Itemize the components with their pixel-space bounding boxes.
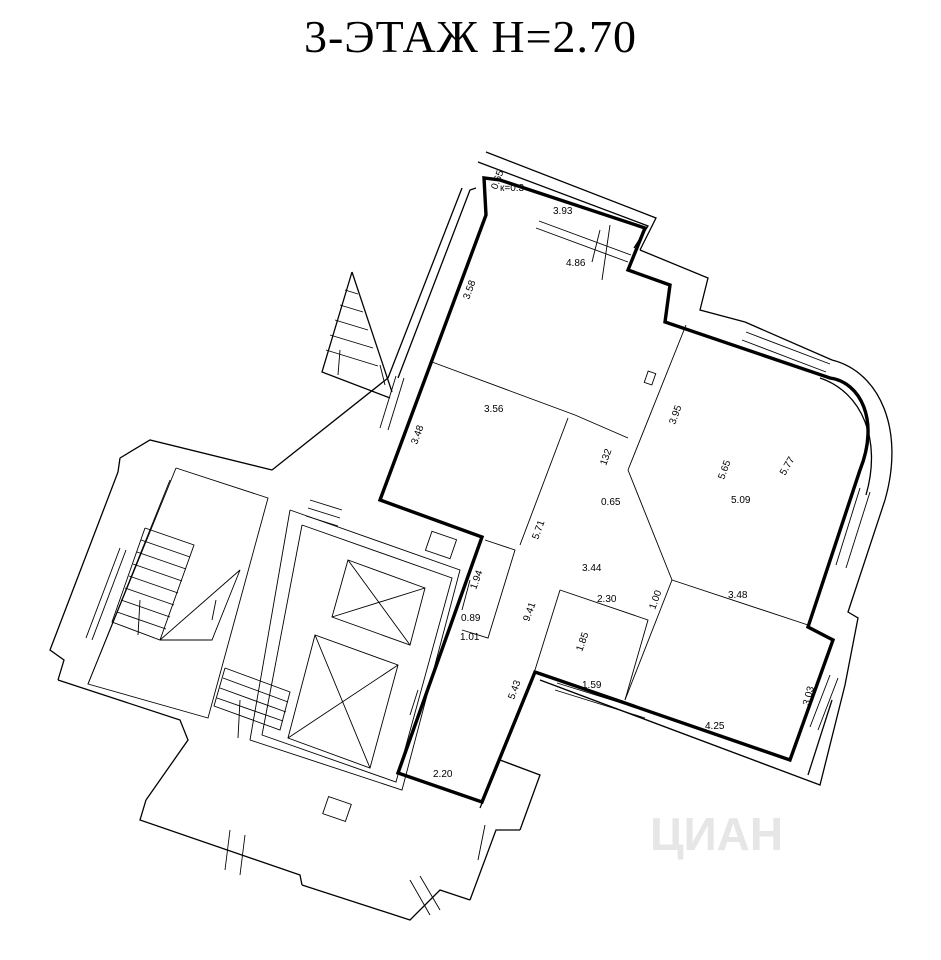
dim-3-03: 3.03 [801,685,817,707]
dim-3-44: 3.44 [582,563,602,574]
dim-3-56: 3.56 [484,404,504,415]
dim-9-41: 9.41 [521,601,538,623]
dim-3-48-vertical: 3.48 [409,424,426,446]
apartment-boundary [377,176,870,805]
dim-1-59: 1.59 [582,680,602,691]
dim-0-65-mid: 0.65 [601,497,621,508]
dim-5-77: 5.77 [778,455,797,478]
dim-1-85: 1.85 [574,631,591,653]
floor-title: 3-ЭТАЖ Н=2.70 [303,11,638,62]
dim-3-93: 3.93 [553,206,573,217]
dim-5-43: 5.43 [506,679,523,701]
dim-3-95: 3.95 [667,404,684,426]
stair-flight-left [111,527,241,641]
windows [85,220,871,916]
outer-walls [49,151,893,921]
dim-5-71: 5.71 [530,519,547,541]
dim-3-48-horizontal: 3.48 [728,590,748,601]
stair-flight-top [325,289,386,386]
dim-4-25: 4.25 [705,721,725,732]
dim-2-30: 2.30 [597,594,617,605]
dim-2-20: 2.20 [433,769,453,780]
dim-4-86: 4.86 [566,258,586,269]
dim-5-09: 5.09 [731,495,751,506]
dimension-labels: 0.65 к=0.3 3.93 4.86 3.58 3.56 3.48 3.95… [409,169,817,780]
elevator-shaft-large [287,634,399,769]
dim-0-89: 0.89 [461,613,481,624]
elevator-shaft-small [331,559,426,646]
stair-flight-bottom [213,667,291,739]
dim-1-01: 1.01 [460,632,480,643]
dim-1-00: 1.00 [647,589,664,611]
dim-132: 132 [598,447,614,467]
watermark: ЦИАН [650,808,783,860]
dim-k-0-3: к=0.3 [500,183,525,194]
partitions [249,324,809,822]
dim-5-65: 5.65 [716,459,733,481]
dim-3-58: 3.58 [461,279,478,301]
